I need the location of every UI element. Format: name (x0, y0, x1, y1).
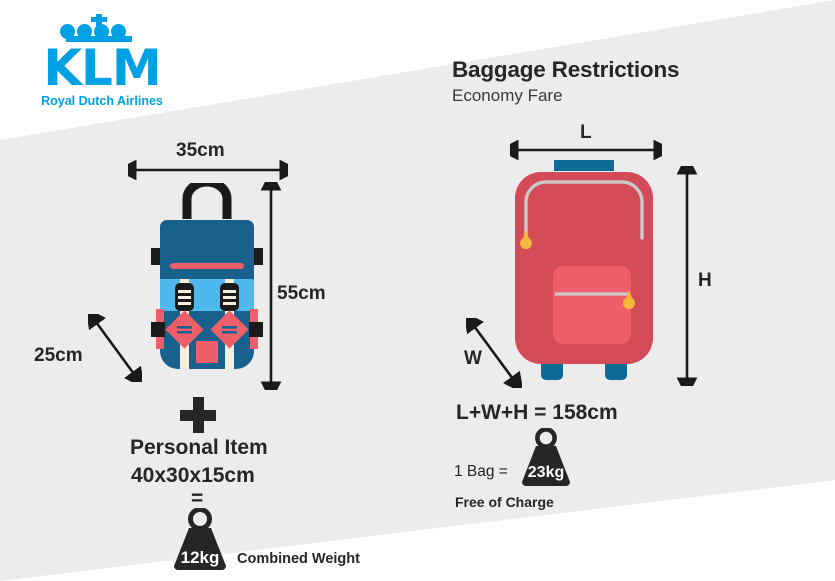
plus-symbol (180, 397, 216, 433)
carryon-height-arrow (260, 182, 282, 390)
combined-weight-value: 12kg (180, 548, 220, 567)
checked-length-label: L (580, 122, 592, 143)
checked-height-label: H (698, 270, 712, 291)
carryon-width-arrow (128, 160, 288, 180)
carryon-depth-arrow (88, 314, 142, 382)
crown-icon (60, 14, 140, 42)
bag-count-label: 1 Bag = (454, 463, 508, 480)
personal-item-title: Personal Item (130, 436, 268, 459)
checked-sum-label: L+W+H = 158cm (456, 401, 618, 424)
klm-wordmark: KLM (43, 39, 161, 97)
checked-length-arrow (510, 140, 662, 160)
checked-weight-icon (522, 428, 570, 486)
checked-width-label: W (464, 348, 482, 369)
carryon-height-label: 55cm (277, 283, 326, 304)
combined-weight-note: Combined Weight (237, 551, 360, 567)
checked-width-arrow (466, 318, 522, 388)
checked-height-arrow (676, 166, 698, 386)
equals-symbol: = (191, 487, 204, 510)
klm-tagline: Royal Dutch Airlines (41, 94, 163, 108)
checked-weight-value: 23kg (527, 464, 565, 481)
free-of-charge-note: Free of Charge (455, 494, 554, 510)
carryon-width-label: 35cm (176, 140, 225, 161)
combined-weight-icon (174, 508, 226, 570)
carryon-depth-label: 25cm (34, 345, 83, 366)
backpack-illustration (151, 183, 263, 369)
klm-logo: KLM Royal Dutch Airlines (22, 14, 182, 108)
page-subtitle: Economy Fare (452, 86, 563, 105)
suitcase-illustration (515, 160, 653, 380)
page-title: Baggage Restrictions (452, 57, 680, 82)
personal-item-dims: 40x30x15cm (131, 464, 255, 487)
